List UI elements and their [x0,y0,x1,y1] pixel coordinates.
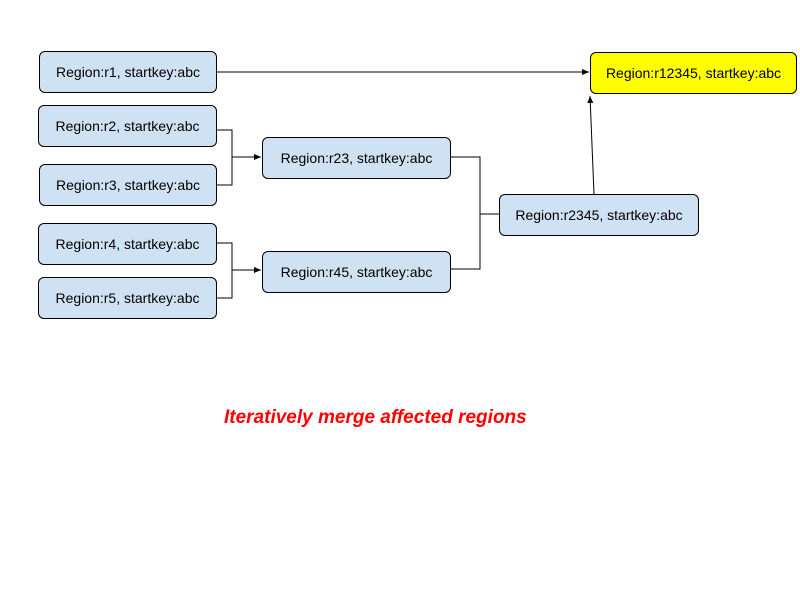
diagram-caption: Iteratively merge affected regions [224,407,527,428]
region-r23: Region:r23, startkey:abc [262,137,451,179]
region-r45: Region:r45, startkey:abc [262,251,451,293]
edge-r23-r45-bracket [451,156,481,270]
region-r1: Region:r1, startkey:abc [39,51,217,93]
region-r12345: Region:r12345, startkey:abc [590,52,797,94]
edge-r4-r5-bracket [217,242,233,299]
region-r4: Region:r4, startkey:abc [38,223,217,265]
region-r3: Region:r3, startkey:abc [39,164,217,206]
region-r2345: Region:r2345, startkey:abc [499,194,699,236]
edge-r2-r3-bracket [217,129,233,186]
edge-r2345-to-r12345 [587,95,595,195]
region-r5: Region:r5, startkey:abc [38,277,217,319]
region-r2: Region:r2, startkey:abc [38,105,217,147]
